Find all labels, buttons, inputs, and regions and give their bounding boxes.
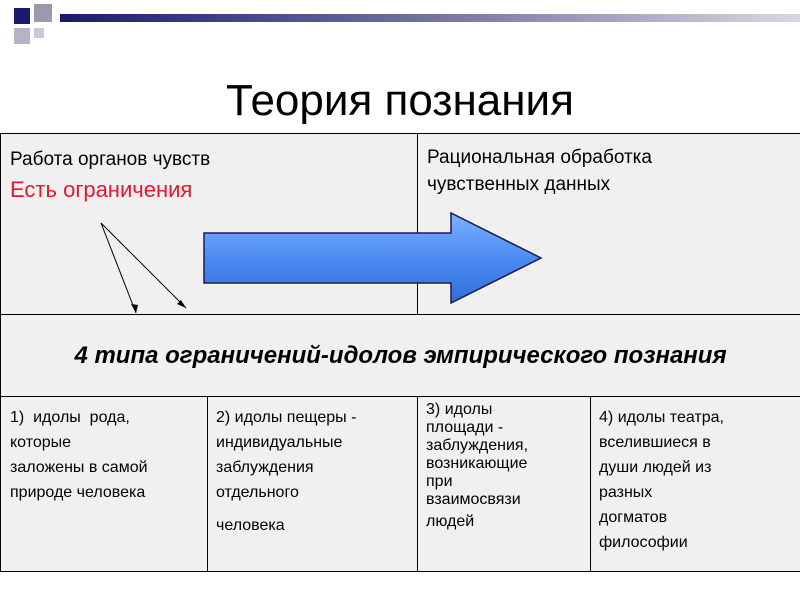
type4-line-6: философии: [599, 534, 688, 551]
type4-line-2: вселившиеся в: [599, 434, 711, 451]
pointer-arrows: [100, 222, 187, 314]
type4-line-5: догматов: [599, 509, 668, 526]
type4-line-3: души людей из: [599, 459, 712, 476]
type3-line-4: возникающие: [426, 455, 528, 472]
type-cell-3: 3) идолы площади - заблуждения, возникаю…: [417, 396, 592, 572]
slide-title: Теория познания: [226, 76, 574, 125]
type1-line-3: заложены в самой: [10, 459, 148, 476]
type2-line-3: заблуждения: [216, 459, 314, 476]
type2-line-2: индивидуальные: [216, 434, 343, 451]
type3-line-6: взаимосвязи: [426, 491, 521, 508]
header-gradient-bar: [60, 14, 800, 22]
deco-square-light: [34, 28, 44, 38]
senses-heading: Работа органов чувств: [10, 149, 211, 170]
type3-line-3: заблуждения,: [426, 437, 529, 454]
knowledge-table: Работа органов чувств Есть ограничения Р…: [0, 133, 800, 572]
deco-square-gray-2: [14, 28, 30, 44]
type4-line-1: 4) идолы театра,: [599, 409, 724, 426]
type-cell-1: 1) идолы рода, которые заложены в самой …: [0, 396, 208, 572]
type1-line-1: 1) идолы рода,: [10, 409, 130, 426]
type3-line-5: при: [426, 473, 453, 490]
type4-line-4: разных: [599, 484, 653, 501]
type2-line-1: 2) идолы пещеры -: [216, 409, 357, 426]
type3-line-7: людей: [426, 513, 475, 530]
type1-line-2: которые: [10, 434, 72, 451]
type-cell-4: 4) идолы театра, вселившиеся в души люде…: [590, 396, 800, 572]
senses-cell: Работа органов чувств Есть ограничения: [0, 133, 419, 315]
type3-line-1: 3) идолы: [426, 401, 493, 418]
type1-line-4: природе человека: [10, 484, 146, 501]
type3-line-2: площади -: [426, 419, 504, 436]
type-cell-2: 2) идолы пещеры - индивидуальные заблужд…: [206, 396, 419, 572]
rational-text: Рациональная обработка чувственных данны…: [427, 147, 652, 195]
right-arrow-shape: [203, 212, 543, 304]
deco-square-gray-1: [34, 4, 52, 22]
type2-line-4: отдельного: [216, 484, 299, 501]
deco-square-navy-1: [14, 8, 30, 24]
type2-line-5: человека: [216, 517, 285, 534]
limit-text: Есть ограничения: [10, 177, 193, 202]
